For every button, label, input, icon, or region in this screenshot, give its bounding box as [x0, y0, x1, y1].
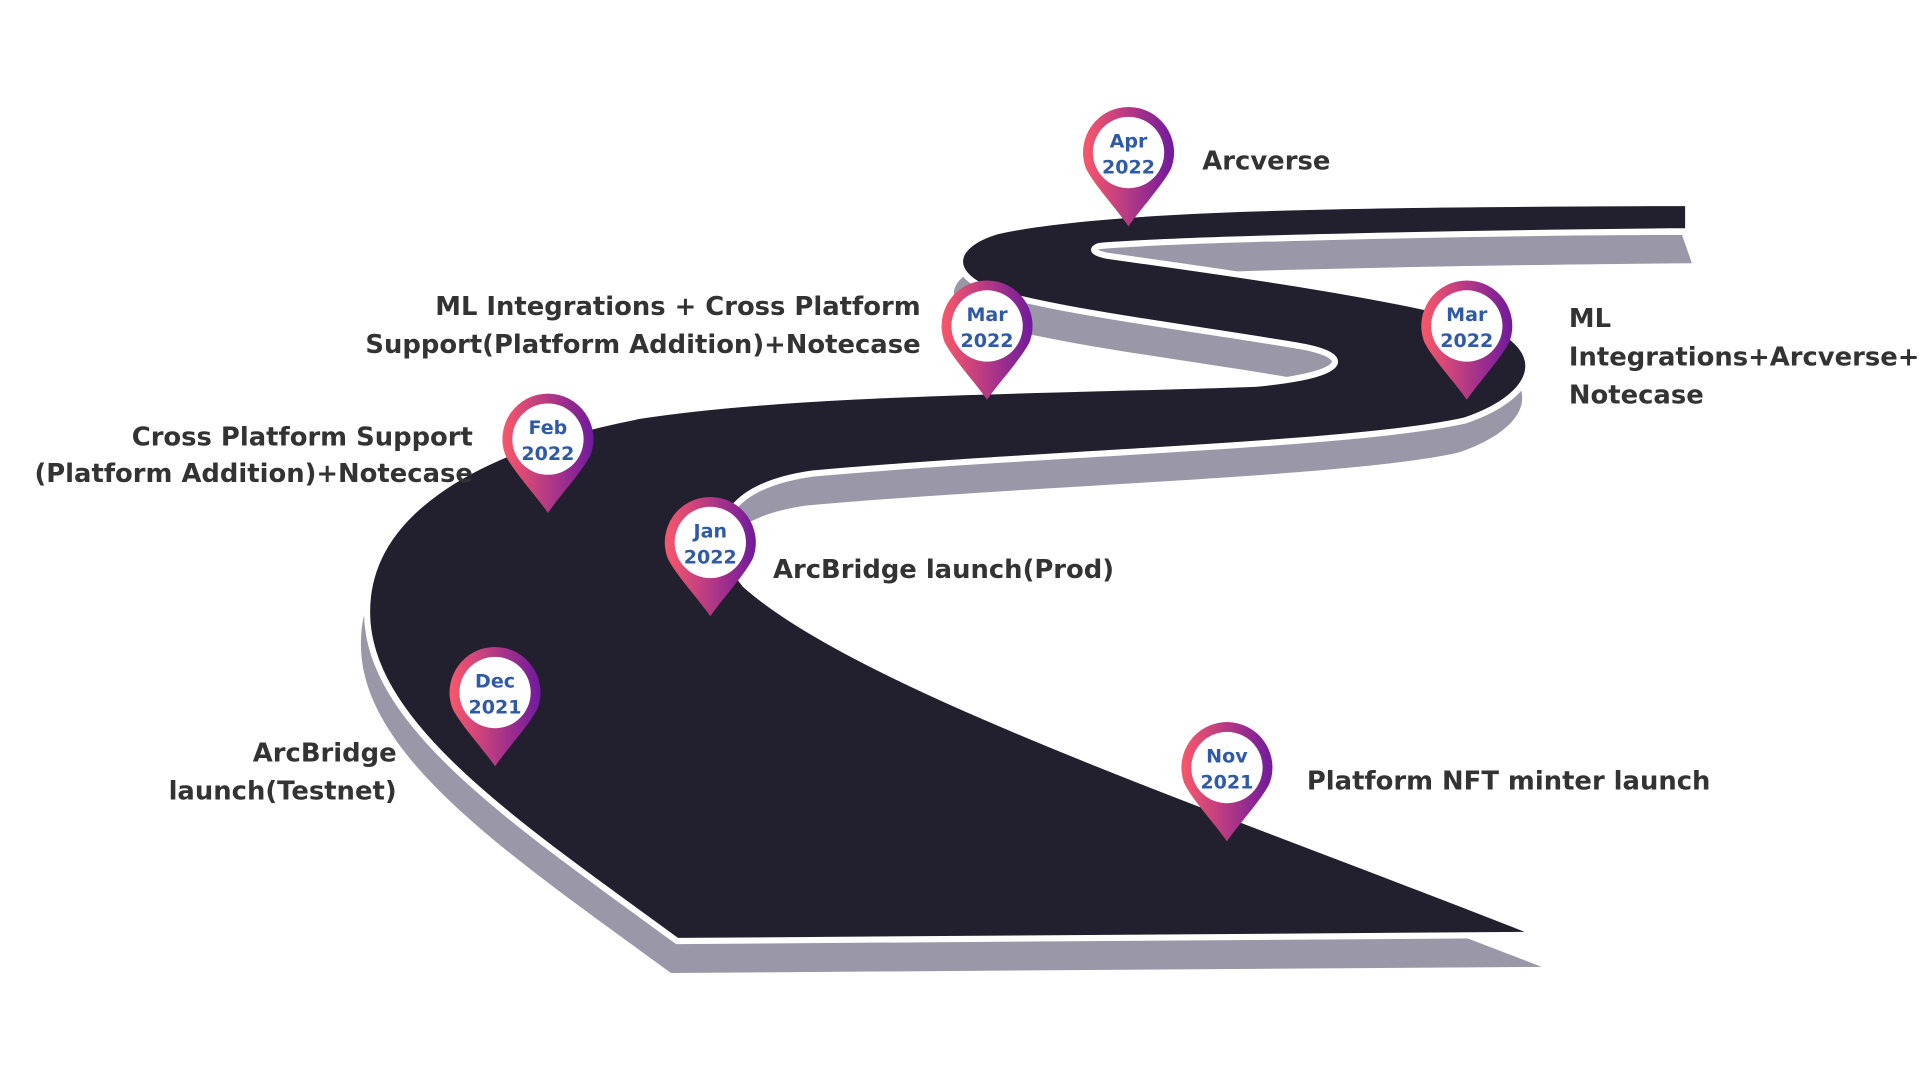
- pin-year: 2022: [521, 443, 574, 465]
- milestone-jan-2022: Jan 2022 ArcBridge launch(Prod): [664, 496, 1114, 617]
- milestone-mar-2022-a: Mar 2022 ML Integrations + Cross Platfor…: [365, 280, 1033, 400]
- pin-month: Feb: [529, 417, 568, 439]
- milestone-label: ML Integrations + Cross Platform: [435, 292, 920, 322]
- milestone-label: launch(Testnet): [169, 777, 397, 807]
- pin-year: 2022: [1102, 156, 1155, 178]
- milestone-label: ArcBridge: [253, 738, 397, 768]
- milestone-label: Integrations+Arcverse+: [1569, 342, 1920, 372]
- pin-month: Jan: [692, 521, 728, 543]
- milestone-label: Support(Platform Addition)+Notecase: [365, 330, 920, 360]
- milestone-feb-2022: Feb 2022 Cross Platform Support (Platfor…: [34, 393, 594, 513]
- milestone-dec-2021: Dec 2021 ArcBridge launch(Testnet): [169, 647, 541, 807]
- milestone-label: Platform NFT minter launch: [1307, 767, 1711, 797]
- pin-year: 2022: [961, 330, 1014, 352]
- road: [360, 199, 1692, 973]
- pin-month: Mar: [966, 304, 1008, 326]
- milestone-label: Notecase: [1569, 380, 1704, 410]
- milestone-label: ML: [1569, 304, 1611, 334]
- milestone-apr-2022: Apr 2022 Arcverse: [1083, 107, 1330, 227]
- milestone-nov-2021: Nov 2021 Platform NFT minter launch: [1181, 722, 1711, 842]
- pin-year: 2022: [684, 546, 737, 568]
- pin-year: 2021: [1200, 771, 1253, 793]
- milestone-label: ArcBridge launch(Prod): [773, 555, 1114, 585]
- pin-month: Mar: [1446, 304, 1488, 326]
- pin-year: 2021: [469, 696, 522, 718]
- milestone-label: Cross Platform Support: [132, 422, 473, 452]
- pin-month: Nov: [1206, 746, 1248, 768]
- pin-month: Dec: [475, 671, 515, 693]
- milestone-label: Arcverse: [1202, 147, 1330, 177]
- road-surface: [364, 199, 1692, 945]
- pin-year: 2022: [1440, 330, 1493, 352]
- milestone-mar-2022-b: Mar 2022 ML Integrations+Arcverse+ Notec…: [1421, 280, 1919, 410]
- milestone-label: (Platform Addition)+Notecase: [34, 459, 472, 489]
- pin-month: Apr: [1110, 131, 1148, 153]
